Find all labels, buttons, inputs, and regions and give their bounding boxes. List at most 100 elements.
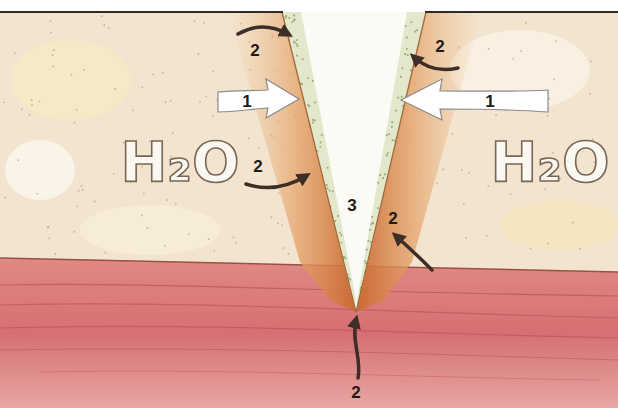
tissue-dots — [461, 169, 463, 171]
fibrin-specks — [400, 76, 402, 78]
tissue-dots — [212, 115, 214, 117]
fibrin-specks — [391, 121, 393, 123]
fibrin-specks — [327, 167, 329, 169]
fibrin-specks — [312, 119, 314, 121]
fibrin-specks — [326, 184, 328, 186]
callout-number: 2 — [250, 42, 259, 59]
muscle-layer — [0, 304, 618, 318]
callout-number: 2 — [253, 158, 262, 175]
tissue-dots — [147, 227, 149, 229]
tissue-dots — [166, 199, 168, 201]
flow-arrow — [396, 236, 432, 270]
flow-arrow — [246, 176, 306, 188]
tissue-dots — [76, 109, 78, 111]
tissue-dots — [486, 235, 488, 237]
tissue-dots — [37, 193, 39, 195]
fibrin-specks — [312, 122, 314, 124]
tissue-dots — [48, 226, 50, 228]
tissue-dots — [17, 159, 19, 161]
fibrin-specks — [370, 223, 372, 225]
tissue-dots — [188, 233, 190, 235]
fibrin-specks — [296, 54, 298, 56]
muscle-layer — [0, 284, 618, 296]
fibrin-specks — [291, 21, 293, 23]
fibrin-specks — [314, 119, 316, 121]
tissue-dots — [235, 242, 237, 244]
fibrin-specks — [410, 21, 412, 23]
tissue-dots — [553, 79, 555, 81]
tissue-dots — [39, 100, 41, 102]
fibrin-specks — [340, 234, 342, 236]
fibrin-specks — [307, 77, 309, 79]
fibrin-specks — [416, 29, 418, 31]
water-arrow — [401, 79, 548, 120]
fibrin-specks — [285, 15, 287, 17]
tissue-dots — [436, 183, 438, 185]
fibrin-specks — [302, 58, 304, 60]
tissue-dots — [76, 205, 78, 207]
fibrin-specks — [406, 48, 408, 50]
fibrin-specks — [405, 25, 407, 27]
tissue-dots — [52, 66, 54, 68]
tissue-dots — [47, 227, 49, 229]
muscle-layer — [40, 371, 600, 380]
tissue-dots — [54, 253, 56, 255]
tissue-dots — [175, 203, 177, 205]
fibrin-specks — [395, 110, 397, 112]
skin-surface — [425, 11, 618, 13]
tissue-dots — [29, 114, 31, 116]
fibrin-specks — [296, 45, 298, 47]
fibrin-specks — [294, 41, 296, 43]
tissue-dots — [525, 22, 527, 24]
tissue-dots — [14, 52, 16, 54]
tissue-dots — [213, 250, 215, 252]
tissue-dots — [94, 201, 96, 203]
tissue-dots — [258, 147, 260, 149]
tissue-dots — [4, 197, 6, 199]
fibrin-specks — [339, 232, 341, 234]
fibrin-specks — [386, 154, 388, 156]
tissue-dots — [212, 71, 214, 73]
tissue-dots — [208, 238, 210, 240]
fibrin-specks — [401, 67, 403, 69]
callout-number: 1 — [485, 93, 494, 110]
flow-arrow — [238, 27, 458, 378]
fibrin-specks — [406, 36, 408, 38]
tissue-dots — [555, 40, 557, 42]
tissue-dots — [547, 243, 549, 245]
fibrin-specks — [388, 133, 390, 135]
flow-arrow — [414, 57, 458, 70]
tissue-dots — [589, 93, 591, 95]
tissue-dots — [108, 27, 110, 29]
fibrin-specks — [314, 101, 316, 103]
fibrin-specks — [404, 53, 406, 55]
fibrin-specks — [312, 80, 314, 82]
tissue-dots — [572, 222, 574, 224]
tissue-dots — [281, 224, 283, 226]
tissue-dots — [512, 58, 514, 60]
muscle-layer — [0, 326, 618, 338]
muscle-layer — [0, 258, 618, 408]
fibrin-specks — [397, 97, 399, 99]
skin-surface — [0, 12, 618, 13]
tissue-dots — [277, 222, 279, 224]
callout-number: 2 — [435, 38, 444, 55]
tissue-dots — [288, 253, 290, 255]
callout-number: 2 — [388, 210, 397, 227]
tissue-dots — [510, 193, 512, 195]
tissue-dots — [520, 50, 522, 52]
water-label: H₂O — [491, 134, 610, 190]
fibrin-specks — [296, 39, 298, 41]
tissue-dots — [141, 86, 143, 88]
tissue-dots — [101, 15, 103, 17]
fibrin-specks — [337, 215, 339, 217]
tissue-dots — [103, 24, 105, 26]
tissue-dots — [104, 252, 106, 254]
tissue-dots — [3, 101, 5, 103]
tissue-dots — [194, 20, 196, 22]
tissue-dots — [152, 74, 154, 76]
tissue-dots — [278, 192, 280, 194]
tissue-dots — [114, 88, 116, 90]
